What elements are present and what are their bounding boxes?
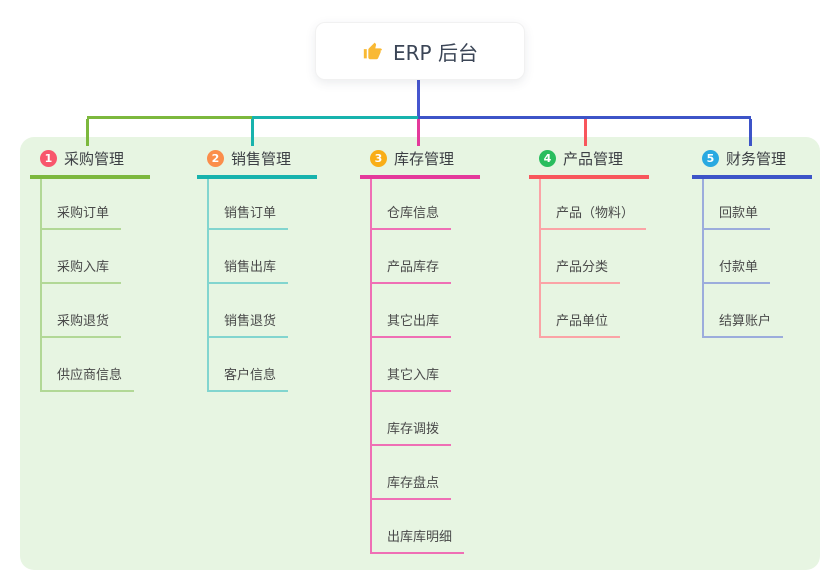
connector-segment (252, 116, 418, 119)
branch-label: 采购管理 (64, 149, 125, 168)
connector-segment (418, 116, 751, 119)
connector-drop (86, 119, 89, 146)
child-label: 仓库信息 (370, 202, 452, 230)
child-label: 产品（物料） (539, 202, 647, 230)
child-node[interactable]: 采购订单 (40, 179, 160, 230)
child-node[interactable]: 结算账户 (702, 284, 822, 338)
child-label: 产品分类 (539, 256, 621, 284)
child-label: 库存调拨 (370, 418, 452, 446)
branch-children: 仓库信息 产品库存 其它出库 其它入库 库存调拨 库存盘点 出库库明细 (370, 179, 490, 554)
root-title: ERP 后台 (393, 40, 478, 65)
child-node[interactable]: 客户信息 (207, 338, 327, 392)
connector-drop (417, 119, 420, 146)
branch-label: 产品管理 (563, 149, 624, 168)
child-node[interactable]: 回款单 (702, 179, 822, 230)
branch-node[interactable]: 5 财务管理 (692, 145, 812, 179)
child-label: 出库库明细 (370, 526, 465, 554)
branch-node[interactable]: 4 产品管理 (529, 145, 649, 179)
child-node[interactable]: 产品库存 (370, 230, 490, 284)
child-label: 销售退货 (207, 310, 289, 338)
branch-sales: 2 销售管理 销售订单 销售出库 销售退货 客户信息 (197, 145, 327, 392)
child-node[interactable]: 仓库信息 (370, 179, 490, 230)
child-label: 产品库存 (370, 256, 452, 284)
child-node[interactable]: 采购入库 (40, 230, 160, 284)
child-node[interactable]: 产品分类 (539, 230, 659, 284)
child-label: 客户信息 (207, 364, 289, 392)
connector-drop (251, 119, 254, 146)
child-node[interactable]: 产品（物料） (539, 179, 659, 230)
child-label: 付款单 (702, 256, 771, 284)
child-label: 采购订单 (40, 202, 122, 230)
branch-product: 4 产品管理 产品（物料） 产品分类 产品单位 (529, 145, 659, 338)
branch-index-badge: 2 (207, 149, 224, 167)
child-label: 其它入库 (370, 364, 452, 392)
child-node[interactable]: 库存调拨 (370, 392, 490, 446)
child-node[interactable]: 供应商信息 (40, 338, 160, 392)
child-node[interactable]: 销售出库 (207, 230, 327, 284)
root-connector-line (417, 78, 420, 117)
branch-children: 回款单 付款单 结算账户 (702, 179, 822, 338)
child-label: 产品单位 (539, 310, 621, 338)
child-node[interactable]: 销售退货 (207, 284, 327, 338)
child-label: 回款单 (702, 202, 771, 230)
child-label: 采购退货 (40, 310, 122, 338)
branch-index-badge: 1 (40, 149, 57, 167)
child-label: 销售出库 (207, 256, 289, 284)
child-label: 采购入库 (40, 256, 122, 284)
child-node[interactable]: 出库库明细 (370, 500, 490, 554)
child-node[interactable]: 销售订单 (207, 179, 327, 230)
child-label: 供应商信息 (40, 364, 135, 392)
branch-node[interactable]: 2 销售管理 (197, 145, 317, 179)
child-node[interactable]: 其它入库 (370, 338, 490, 392)
branch-inventory: 3 库存管理 仓库信息 产品库存 其它出库 其它入库 库存调拨 库存盘点 出库库… (360, 145, 490, 554)
child-node[interactable]: 付款单 (702, 230, 822, 284)
connector-drop (749, 119, 752, 146)
child-node[interactable]: 产品单位 (539, 284, 659, 338)
child-node[interactable]: 采购退货 (40, 284, 160, 338)
connector-segment (87, 116, 252, 119)
branch-index-badge: 3 (370, 149, 387, 167)
branch-node[interactable]: 1 采购管理 (30, 145, 150, 179)
branch-label: 财务管理 (726, 149, 787, 168)
branch-children: 产品（物料） 产品分类 产品单位 (539, 179, 659, 338)
child-label: 销售订单 (207, 202, 289, 230)
child-node[interactable]: 其它出库 (370, 284, 490, 338)
branch-children: 销售订单 销售出库 销售退货 客户信息 (207, 179, 327, 392)
child-node[interactable]: 库存盘点 (370, 446, 490, 500)
child-label: 其它出库 (370, 310, 452, 338)
branch-children: 采购订单 采购入库 采购退货 供应商信息 (40, 179, 160, 392)
branch-index-badge: 5 (702, 149, 719, 167)
branch-finance: 5 财务管理 回款单 付款单 结算账户 (692, 145, 822, 338)
branch-node[interactable]: 3 库存管理 (360, 145, 480, 179)
branch-label: 销售管理 (231, 149, 292, 168)
connector-drop (584, 119, 587, 146)
child-label: 结算账户 (702, 310, 784, 338)
child-label: 库存盘点 (370, 472, 452, 500)
branch-purchase: 1 采购管理 采购订单 采购入库 采购退货 供应商信息 (30, 145, 160, 392)
branch-index-badge: 4 (539, 149, 556, 167)
thumbs-up-icon (362, 40, 384, 62)
root-node[interactable]: ERP 后台 (315, 22, 525, 80)
branch-label: 库存管理 (394, 149, 455, 168)
branches-panel (20, 137, 820, 570)
